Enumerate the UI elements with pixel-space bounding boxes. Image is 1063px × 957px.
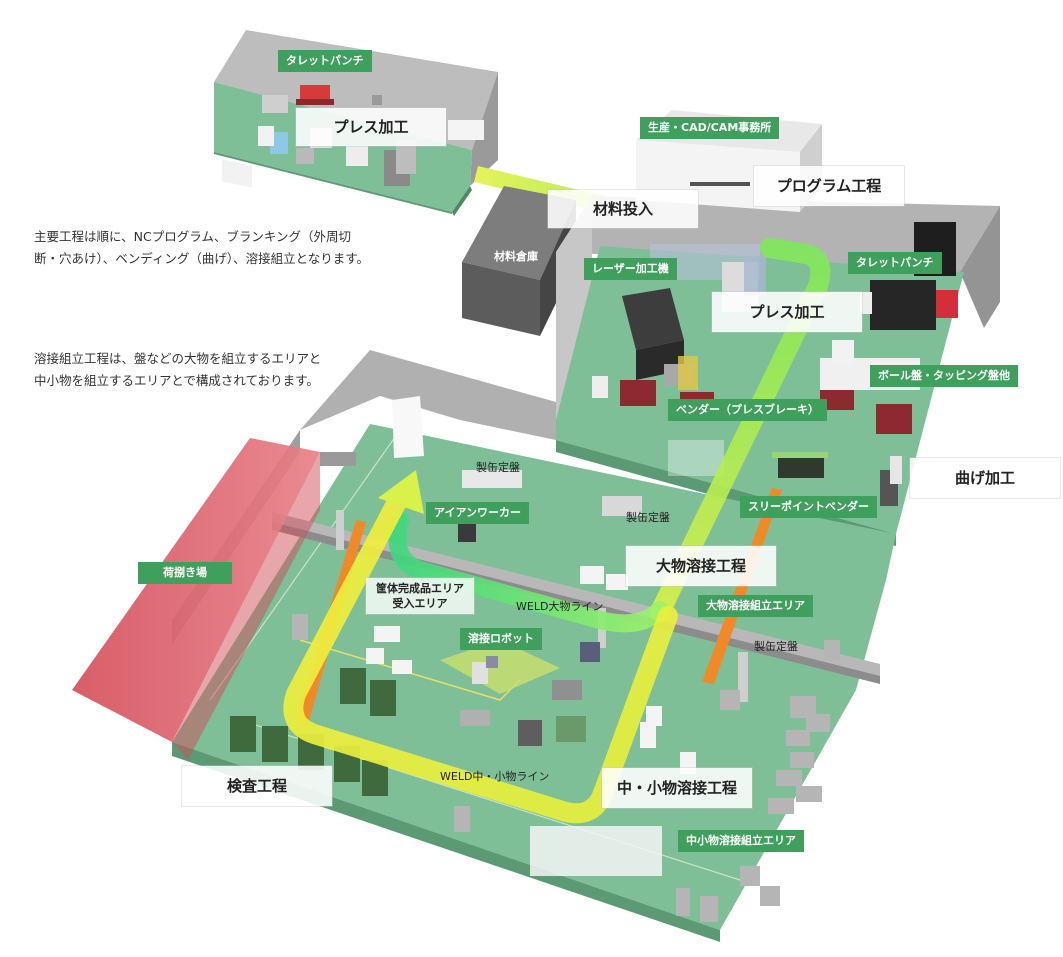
label-material-warehouse: 材料倉庫 xyxy=(494,250,538,263)
label-receive-area: 筐体完成品エリア 受入エリア xyxy=(366,578,474,614)
label-can-plate: 製缶定盤 xyxy=(626,511,670,524)
tag-large-weld-assembly: 大物溶接組立エリア xyxy=(698,595,813,617)
description-line: 溶接組立工程は、盤などの大物を組立するエリアと xyxy=(34,351,322,366)
label-weld-small-line: WELD中・小物ライン xyxy=(440,770,550,783)
label-bending: 曲げ加工 xyxy=(910,458,1060,498)
receive-area-line: 筐体完成品エリア xyxy=(376,582,464,595)
label-program: プログラム工程 xyxy=(754,166,904,206)
tag-iron-worker: アイアンワーカー xyxy=(426,502,530,524)
label-press-mid: プレス加工 xyxy=(712,292,862,332)
small-weld-flow-loop xyxy=(283,470,678,824)
description-line: 主要工程は順に、NCプログラム、ブランキング（外周切 xyxy=(34,229,351,244)
tag-cad-office: 生産・CAD/CAM事務所 xyxy=(640,117,780,139)
label-large-welding: 大物溶接工程 xyxy=(626,546,776,586)
label-small-welding: 中・小物溶接工程 xyxy=(602,768,752,808)
material-warehouse xyxy=(462,186,576,336)
label-inspection: 検査工程 xyxy=(182,766,332,806)
receive-area-line: 受入エリア xyxy=(392,597,448,610)
large-weld-flow xyxy=(388,511,669,633)
tag-turret-punch-top: タレットパンチ xyxy=(278,50,372,72)
tag-unloading: 荷捌き場 xyxy=(138,562,232,584)
tag-laser: レーザー加工機 xyxy=(584,258,677,280)
label-press-top: プレス加工 xyxy=(296,108,446,146)
bending-flow-loop xyxy=(650,238,831,622)
welding-description: 溶接組立工程は、盤などの大物を組立するエリアと 中小物を組立するエリアとで構成さ… xyxy=(34,348,321,392)
tag-turret-punch-right: タレットパンチ xyxy=(848,252,942,274)
label-can-plate: 製缶定盤 xyxy=(476,461,520,474)
tag-drilling-tapping: ボール盤・タッピング盤他 xyxy=(870,365,1018,387)
tag-small-weld-assembly: 中小物溶接組立エリア xyxy=(678,830,804,852)
unloading-area xyxy=(72,438,320,760)
process-description: 主要工程は順に、NCプログラム、ブランキング（外周切 断・穴あけ）、ベンディング… xyxy=(34,226,369,270)
tag-bender: ベンダー（プレスブレーキ） xyxy=(668,399,827,421)
label-material-input: 材料投入 xyxy=(548,190,698,228)
tag-welding-robot: 溶接ロボット xyxy=(460,628,542,650)
label-can-plate: 製缶定盤 xyxy=(754,640,798,653)
tag-three-point-bender: スリーポイントベンダー xyxy=(740,496,877,518)
description-line: 断・穴あけ）、ベンディング（曲げ）、溶接組立となります。 xyxy=(34,251,370,266)
description-line: 中小物を組立するエリアとで構成されております。 xyxy=(34,373,319,388)
label-weld-large-line: WELD大物ライン xyxy=(516,600,604,613)
